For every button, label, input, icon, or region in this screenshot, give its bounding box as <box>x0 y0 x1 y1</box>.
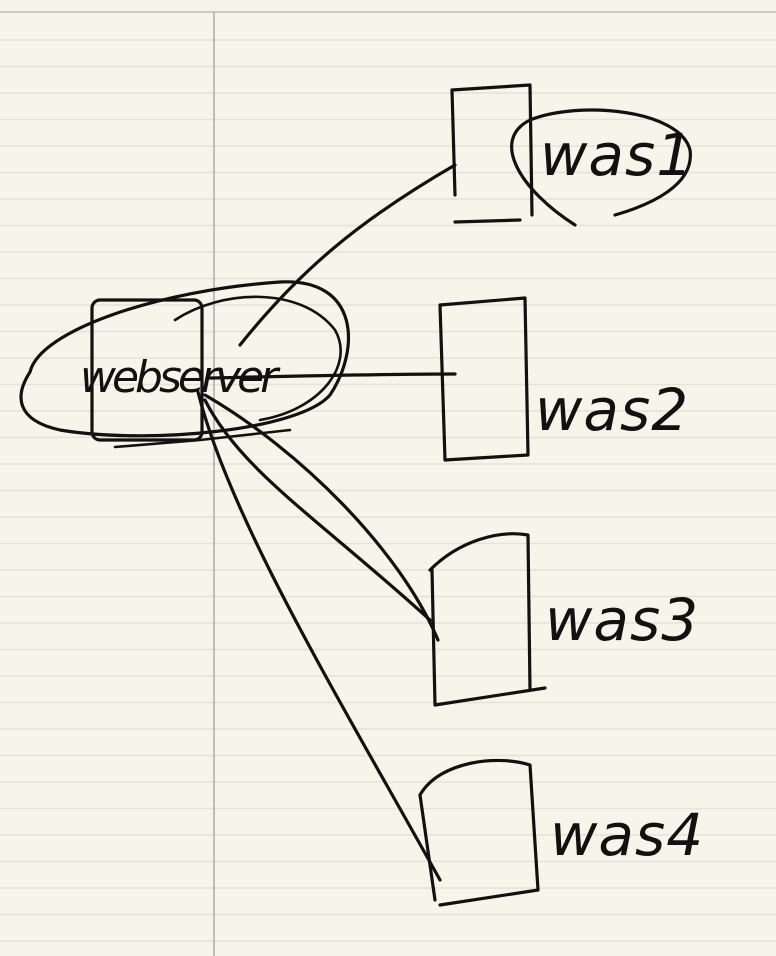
was2-box <box>438 296 530 462</box>
webserver-ellipse-outer <box>19 280 350 438</box>
webserver-box <box>90 298 204 442</box>
was4-label: was4 <box>550 801 704 869</box>
webserver-ellipse-inner <box>173 295 342 422</box>
webserver-label: webserver <box>80 352 281 403</box>
was4-node: was4 <box>418 758 704 907</box>
was1-label: was1 <box>540 121 694 189</box>
was4-box <box>418 758 540 907</box>
was3-node: was3 <box>428 532 699 707</box>
was1-node: was1 <box>450 83 694 227</box>
connector-webserver-was2 <box>208 372 457 380</box>
was3-box <box>428 532 547 707</box>
was2-node: was2 <box>438 296 689 462</box>
was1-ellipse <box>510 108 692 227</box>
was3-label: was3 <box>545 586 699 654</box>
connector-webserver-was3-back <box>203 398 432 622</box>
was2-label: was2 <box>535 376 689 444</box>
webserver-node: webserver <box>19 280 350 449</box>
was1-box <box>450 83 534 224</box>
connector-webserver-was1 <box>238 163 457 347</box>
webserver-underline <box>113 428 292 449</box>
connector-webserver-was3 <box>203 393 440 642</box>
connector-webserver-was4 <box>196 390 442 882</box>
